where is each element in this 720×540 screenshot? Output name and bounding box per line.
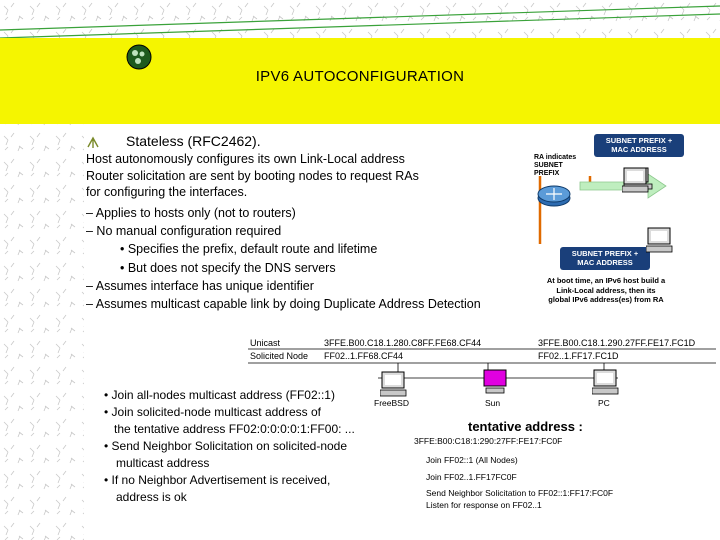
step-line: multicast address — [116, 456, 210, 470]
intro-line: for configuring the interfaces. — [86, 185, 248, 199]
intro-line: Host autonomously configures its own Lin… — [86, 152, 405, 166]
sun-workstation-icon — [483, 369, 507, 394]
step-line: • Send Neighbor Solicitation on solicite… — [104, 439, 348, 453]
tentative-box — [412, 416, 692, 514]
subnet-prefix-tab-top: SUBNET PREFIX + MAC ADDRESS — [594, 134, 684, 157]
tentative-address: 3FFE:B00:C18:1:290:27FF:FE17:FC0F — [414, 436, 563, 446]
host-computer-icon — [622, 167, 649, 193]
step-line: • Join all-nodes multicast address (FF02… — [104, 388, 335, 402]
freebsd-label: FreeBSD — [374, 398, 409, 408]
pc-label: PC — [598, 398, 610, 408]
title-band — [0, 38, 720, 124]
step-line: the tentative address FF02:0:0:0:0:1:FF0… — [114, 422, 355, 436]
intro-line: – Assumes multicast capable link by doin… — [86, 297, 481, 311]
tentative-line: Join FF02..1.FF17FC0F — [426, 472, 517, 482]
intro-line: – No manual configuration required — [86, 224, 282, 238]
sun-label: Sun — [485, 398, 501, 408]
solicited-node-right: FF02..1.FF17.FC1D — [538, 351, 619, 361]
step-line: address is ok — [116, 490, 187, 504]
unicast-address-right: 3FFE.B00.C18.1.290.27FF.FE17.FC1D — [538, 338, 696, 348]
solicited-node-label: Solicited Node — [250, 351, 309, 361]
tentative-heading: tentative address : — [468, 419, 583, 434]
pc-computer-icon — [592, 369, 619, 395]
bullet-leaf-icon — [87, 136, 99, 148]
intro-line: • But does not specify the DNS servers — [120, 261, 336, 275]
boot-time-caption: At boot time, an IPv6 host build a Link-… — [546, 276, 666, 304]
intro-line: – Applies to hosts only (not to routers) — [86, 206, 296, 220]
freebsd-computer-icon — [380, 371, 407, 397]
subnet-prefix-tab-bottom: SUBNET PREFIX + MAC ADDRESS — [560, 247, 650, 270]
step-line: • Join solicited-node multicast address … — [104, 405, 321, 419]
host-computer-icon — [646, 227, 673, 253]
intro-line: • Specifies the prefix, default route an… — [120, 242, 378, 256]
unicast-label: Unicast — [250, 338, 281, 348]
ra-diagram — [530, 126, 686, 318]
solicited-node-left: FF02..1.FF68.CF44 — [324, 351, 404, 361]
unicast-address-left: 3FFE.B00.C18.1.280.C8FF.FE68.CF44 — [324, 338, 482, 348]
globe-icon — [126, 44, 152, 70]
page-title: IPV6 AUTOCONFIGURATION — [255, 68, 465, 85]
intro-line: – Assumes interface has unique identifie… — [86, 279, 314, 293]
address-table — [248, 336, 720, 372]
tentative-line: Join FF02::1 (All Nodes) — [426, 455, 518, 465]
step-line: • If no Neighbor Advertisement is receiv… — [104, 473, 331, 487]
tentative-line: Listen for response on FF02..1 — [426, 500, 542, 510]
intro-line: Router solicitation are sent by booting … — [86, 169, 419, 183]
intro-heading: Stateless (RFC2462). — [126, 133, 261, 149]
ra-indicates-label: RA indicates SUBNET PREFIX — [534, 154, 577, 177]
tentative-line: Send Neighbor Solicitation to FF02::1:FF… — [426, 488, 614, 498]
